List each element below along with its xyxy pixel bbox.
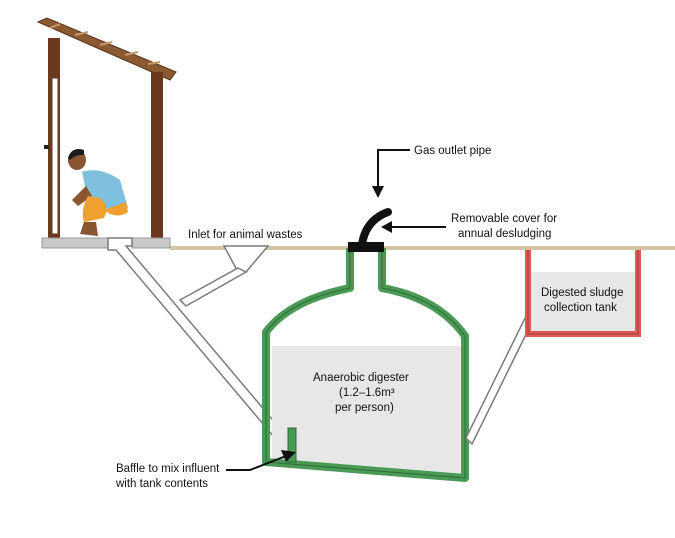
squatting-person: [68, 149, 128, 236]
label-gas-outlet: Gas outlet pipe: [414, 145, 491, 157]
latrine-inlet-pipe: [107, 237, 290, 446]
latrine-door: [51, 77, 59, 235]
animal-inlet-funnel: [222, 245, 270, 273]
animal-inlet-pipe: [178, 267, 248, 307]
anaerobic-digester: [262, 242, 469, 482]
label-digester-line2: (1.2–1.6m³: [339, 387, 395, 399]
sludge-collection-tank: [525, 250, 641, 337]
label-digester-line1: Anaerobic digester: [313, 372, 409, 384]
digester-liquid: [272, 346, 461, 474]
animal-inlet: [178, 245, 270, 307]
label-baffle-line2: with tank contents: [115, 478, 208, 490]
label-cover-line2: annual desludging: [458, 228, 551, 240]
gas-outlet-pipe: [358, 208, 392, 248]
latrine-post-right: [151, 72, 163, 238]
latrine-slab-right: [131, 237, 171, 249]
label-baffle-line1: Baffle to mix influent: [116, 463, 220, 475]
latrine-shelter: [36, 17, 177, 249]
latrine-slab-left: [41, 237, 109, 249]
label-cover-line1: Removable cover for: [451, 213, 557, 225]
ground-line: [170, 246, 675, 250]
baffle-arrow: [226, 455, 287, 471]
label-inlet: Inlet for animal wastes: [188, 229, 303, 241]
removable-cover: [348, 242, 384, 252]
latrine-roof: [36, 17, 177, 81]
door-handle: [44, 145, 49, 149]
label-sludge-line2: collection tank: [544, 302, 617, 314]
label-digester-line3: per person): [335, 402, 394, 414]
label-sludge-line1: Digested sludge: [541, 287, 623, 299]
baffle: [287, 427, 297, 463]
gas-outlet-arrow: [377, 149, 410, 190]
leader-arrows: [226, 149, 446, 471]
